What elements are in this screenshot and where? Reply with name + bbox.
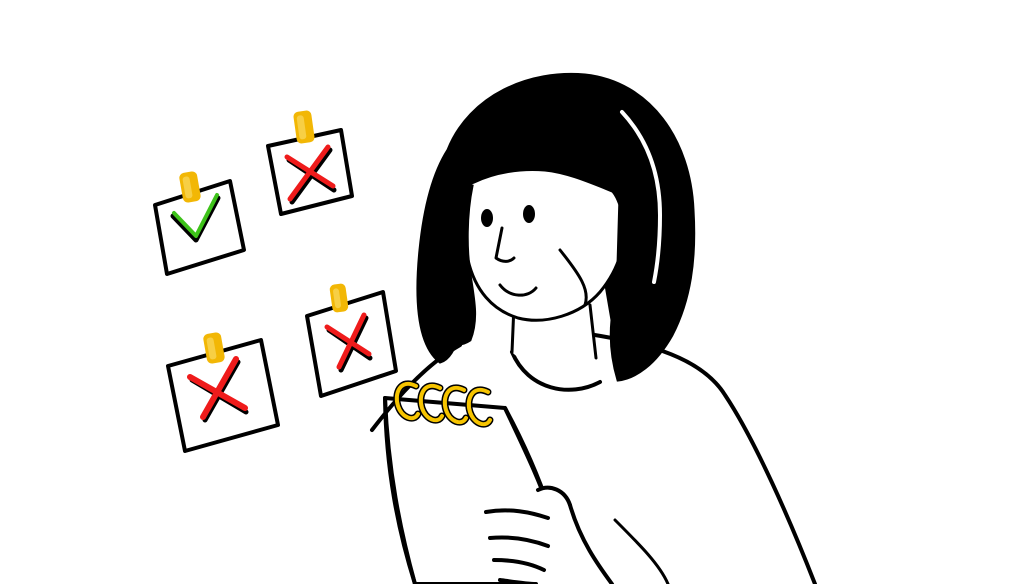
thumb-outline xyxy=(536,485,572,507)
nose xyxy=(494,226,516,263)
notebook-left-edge xyxy=(383,396,417,584)
card-cross-bottom-left xyxy=(166,332,280,453)
finger-3 xyxy=(492,558,546,572)
spiral-ring xyxy=(417,382,446,424)
tape-icon xyxy=(293,110,315,144)
eye-right xyxy=(523,205,535,223)
tape-icon xyxy=(329,283,349,313)
jaw-line xyxy=(558,248,588,307)
spiral-ring xyxy=(393,380,422,422)
cross-mark-icon xyxy=(324,312,373,373)
hair-side-right xyxy=(612,187,670,371)
card-cross-top xyxy=(266,110,354,216)
tape-icon xyxy=(179,171,201,203)
cross-mark-icon xyxy=(187,356,249,423)
hair-side-left xyxy=(429,165,477,346)
spiral-ring xyxy=(441,384,470,426)
mouth-smile xyxy=(498,283,538,297)
finger-1 xyxy=(484,508,550,520)
spiral-binding-icon xyxy=(393,380,494,428)
shirt-collar xyxy=(510,350,602,392)
check-mark-icon xyxy=(170,193,221,243)
woman-body xyxy=(370,328,817,584)
neck-right-outline xyxy=(588,303,598,360)
card-check xyxy=(153,171,246,276)
spiral-ring xyxy=(465,386,494,428)
card-cross-center xyxy=(305,283,398,398)
wrist-outline xyxy=(568,503,614,584)
tape-icon xyxy=(203,332,225,364)
shirt-fold xyxy=(613,518,670,584)
hair-highlight xyxy=(620,110,663,284)
cross-mark-icon xyxy=(284,144,337,205)
finger-2 xyxy=(488,535,550,548)
hair-bangs xyxy=(453,104,664,198)
hand xyxy=(484,485,614,584)
shoulder-right-outline xyxy=(558,328,817,584)
eye-left xyxy=(481,209,493,227)
